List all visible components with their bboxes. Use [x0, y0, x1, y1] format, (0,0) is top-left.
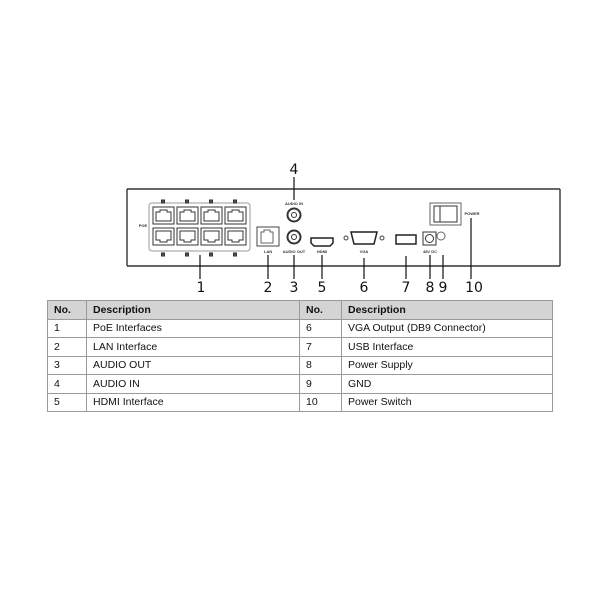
dc-power-jack	[422, 231, 437, 246]
cell-description: AUDIO IN	[86, 374, 300, 394]
cell-no: 3	[47, 355, 87, 375]
usb-port	[395, 234, 417, 245]
poe-port	[200, 227, 223, 246]
lan-label: LAN	[264, 249, 272, 254]
hdmi-label: HDMI	[317, 249, 327, 254]
callout-9: 9	[439, 280, 448, 296]
poe-led-indicator	[185, 252, 189, 257]
cell-description: VGA Output (DB9 Connector)	[341, 318, 553, 338]
poe-port	[152, 206, 175, 225]
hdmi-port	[310, 237, 334, 247]
cell-no: 9	[299, 374, 342, 394]
lan-port	[256, 226, 280, 247]
cell-no: 1	[47, 318, 87, 338]
poe-led-indicator	[185, 199, 189, 204]
cell-no: 2	[47, 337, 87, 357]
callout-8: 8	[426, 280, 435, 296]
audio-in-jack	[286, 207, 302, 223]
header-no: No.	[299, 300, 342, 320]
cell-no: 8	[299, 355, 342, 375]
poe-port	[152, 227, 175, 246]
cell-description: PoE Interfaces	[86, 318, 300, 338]
callout-2: 2	[264, 280, 273, 296]
poe-led-indicator	[209, 199, 213, 204]
poe-led-indicator	[233, 252, 237, 257]
poe-led-indicator	[161, 252, 165, 257]
cell-description: Power Supply	[341, 355, 553, 375]
audio-out-label: AUDIO OUT	[283, 249, 306, 254]
poe-label: POE	[139, 223, 148, 228]
poe-port	[200, 206, 223, 225]
vga-port	[350, 231, 378, 245]
power-label: POWER	[464, 211, 479, 216]
poe-led-indicator	[233, 199, 237, 204]
header-description: Description	[341, 300, 553, 320]
vga-label: VGA	[360, 249, 369, 254]
rear-panel-diagram: POE LAN AUDIO IN AUDIO OUT HDMI VGA 48V …	[126, 162, 561, 296]
cell-description: GND	[341, 374, 553, 394]
dc-label: 48V DC	[423, 249, 437, 254]
callout-10: 10	[465, 280, 483, 296]
poe-port	[224, 206, 247, 225]
cell-description: LAN Interface	[86, 337, 300, 357]
table-header-row: No. Description No. Description	[47, 300, 553, 320]
callout-7: 7	[402, 280, 411, 296]
cell-no: 6	[299, 318, 342, 338]
header-no: No.	[47, 300, 87, 320]
gnd-screw	[436, 231, 446, 241]
cell-description: USB Interface	[341, 337, 553, 357]
cell-description: Power Switch	[341, 392, 553, 412]
header-description: Description	[86, 300, 300, 320]
cell-no: 5	[47, 392, 87, 412]
power-switch	[429, 202, 462, 226]
cell-description: AUDIO OUT	[86, 355, 300, 375]
poe-port	[176, 227, 199, 246]
callout-6: 6	[360, 280, 369, 296]
callout-3: 3	[290, 280, 299, 296]
callout-1: 1	[197, 280, 206, 296]
callout-5: 5	[318, 280, 327, 296]
poe-led-indicator	[209, 252, 213, 257]
poe-port	[224, 227, 247, 246]
poe-ports	[152, 199, 247, 257]
poe-port	[176, 206, 199, 225]
audio-in-label: AUDIO IN	[285, 201, 303, 206]
cell-no: 10	[299, 392, 342, 412]
callout-4: 4	[290, 162, 299, 178]
audio-out-jack	[286, 229, 302, 245]
cell-description: HDMI Interface	[86, 392, 300, 412]
poe-port-block	[148, 202, 251, 252]
cell-no: 4	[47, 374, 87, 394]
cell-no: 7	[299, 337, 342, 357]
poe-led-indicator	[161, 199, 165, 204]
